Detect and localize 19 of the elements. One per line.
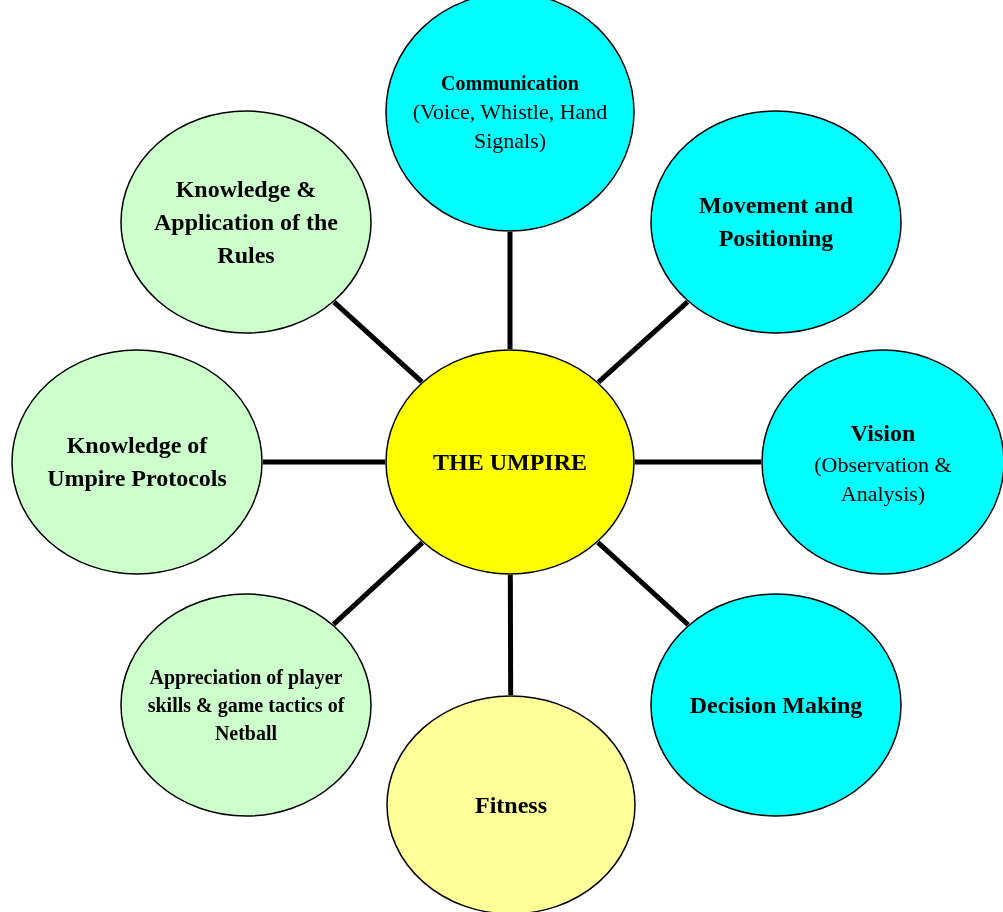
node-label: Decision Making bbox=[688, 690, 864, 720]
node-label: Knowledge & Application of the Rules bbox=[153, 174, 339, 270]
node-label: Knowledge of Umpire Protocols bbox=[46, 431, 228, 493]
connector-line bbox=[507, 575, 514, 695]
node-label: Communication bbox=[440, 71, 580, 96]
node-subtext: (Observation & Analysis) bbox=[813, 450, 953, 508]
node-label: Fitness bbox=[474, 790, 548, 820]
node-subtext: (Voice, Whistle, Hand Signals) bbox=[411, 98, 609, 155]
node-label: THE UMPIRE bbox=[432, 447, 588, 477]
connector-line bbox=[331, 540, 425, 627]
connector-line bbox=[507, 232, 513, 349]
node-label: Vision bbox=[849, 418, 917, 448]
node-label: Appreciation of player skills & game tactics of Netball bbox=[146, 665, 346, 746]
connector-line bbox=[635, 459, 761, 465]
node-label: Movement and Positioning bbox=[698, 191, 854, 253]
connector-line bbox=[596, 299, 690, 385]
connector-line bbox=[596, 540, 690, 627]
connector-line bbox=[332, 300, 424, 384]
connector-line bbox=[263, 459, 385, 465]
